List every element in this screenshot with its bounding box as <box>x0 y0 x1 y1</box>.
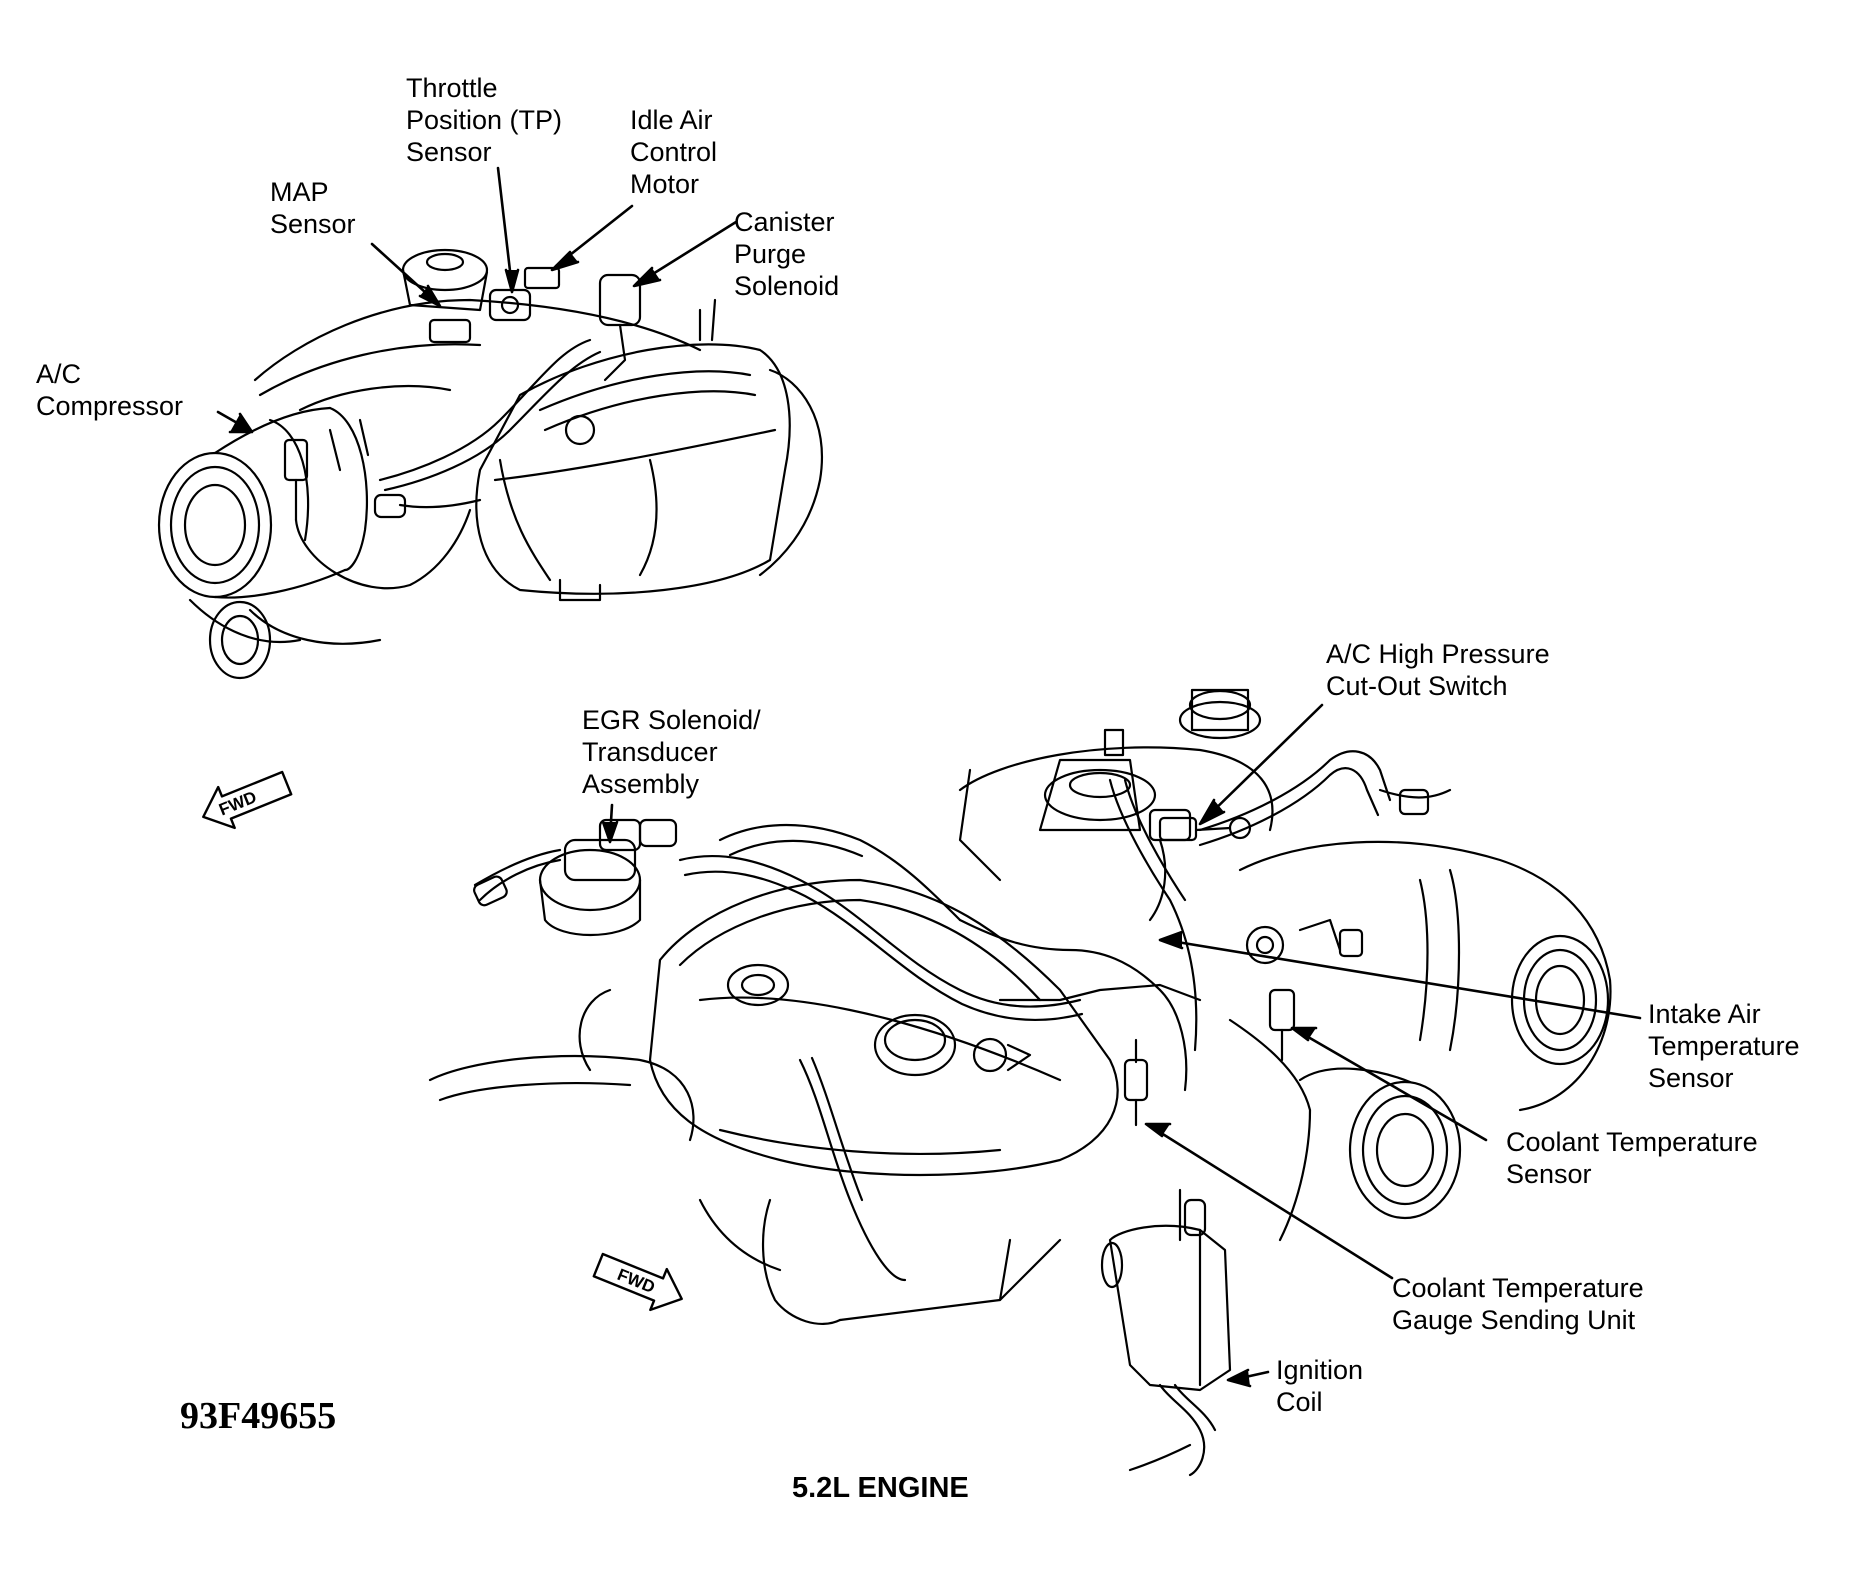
label-map-sensor: MAP Sensor <box>270 177 356 239</box>
ignition-coil <box>1100 1198 1232 1477</box>
label-ac-compressor: A/C Compressor <box>36 359 184 421</box>
egr-solenoid-assembly <box>473 818 678 936</box>
ac-compressor-pulley <box>157 406 369 599</box>
fwd-arrow-bottom: FWD <box>592 1252 683 1312</box>
leader-lines <box>216 166 1642 1388</box>
label-ac-high-pressure-switch: A/C High Pressure Cut-Out Switch <box>1326 639 1550 701</box>
label-idle-air-control-motor: Idle Air Control Motor <box>630 105 718 199</box>
label-coolant-gauge-sending-unit: Coolant Temperature Gauge Sending Unit <box>1392 1273 1644 1335</box>
label-coolant-temperature-sensor: Coolant Temperature Sensor <box>1506 1127 1758 1189</box>
bottom-engine-view <box>428 688 1612 1477</box>
figure-code: 93F49655 <box>180 1395 337 1437</box>
top-engine-view <box>157 248 823 680</box>
figure-caption: 5.2L ENGINE <box>792 1472 969 1504</box>
label-ignition-coil: Ignition Coil <box>1276 1355 1364 1417</box>
label-intake-air-temperature-sensor: Intake Air Temperature Sensor <box>1648 999 1800 1093</box>
label-canister-purge-solenoid: Canister Purge Solenoid <box>734 207 840 301</box>
fwd-arrow-top: FWD <box>202 770 293 830</box>
label-egr-solenoid-transducer: EGR Solenoid/ Transducer Assembly <box>582 705 761 799</box>
label-throttle-position-sensor: Throttle Position (TP) Sensor <box>406 73 563 167</box>
